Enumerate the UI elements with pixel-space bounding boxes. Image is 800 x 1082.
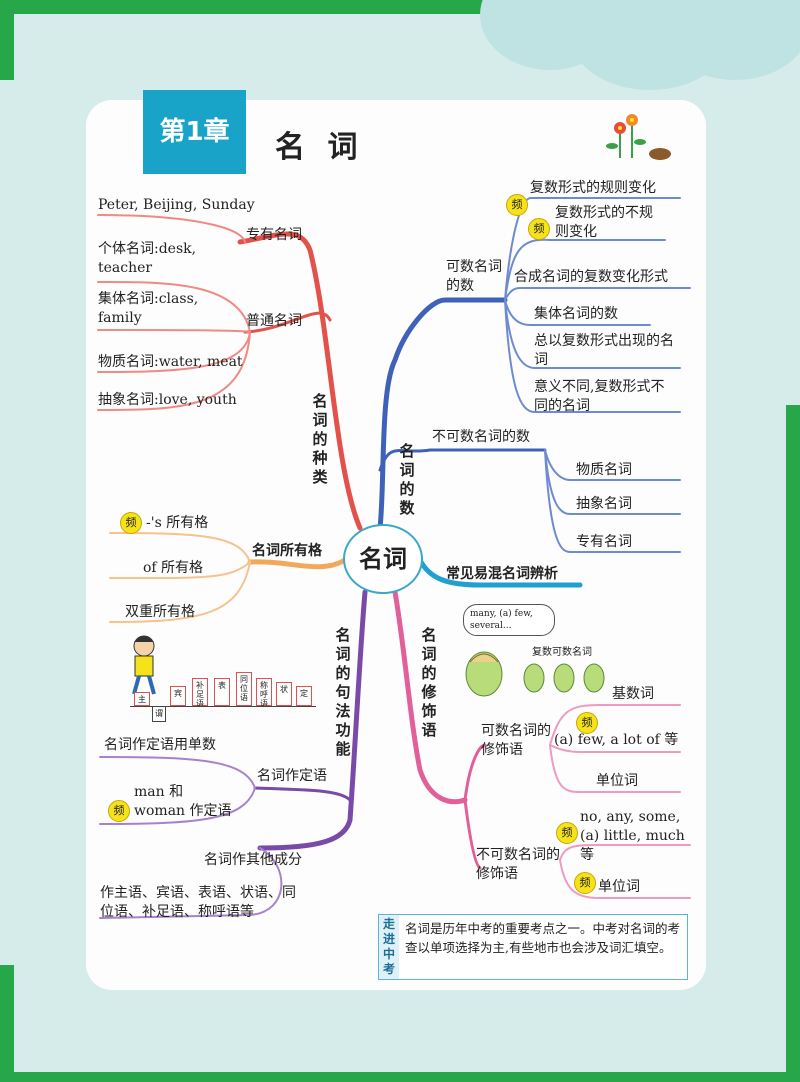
- syntax-bar: 表: [214, 678, 230, 706]
- kinds-collective: 集体名词:class, family: [98, 290, 218, 328]
- modifiers-uncountable-label: 不可数名词的修饰语: [476, 846, 562, 884]
- boy-cartoon-icon: [124, 632, 164, 698]
- syntax-bar: 同位语: [236, 672, 252, 706]
- freq-badge: 频: [528, 218, 550, 240]
- kinds-abstract: 抽象名词:love, youth: [98, 391, 237, 409]
- freq-badge: 频: [108, 800, 130, 822]
- syntax-bar: 宾: [170, 686, 186, 706]
- number-countable-item: 意义不同,复数形式不同的名词: [534, 378, 674, 416]
- branch-kinds: [240, 234, 360, 528]
- number-countable-item: 合成名词的复数变化形式: [514, 268, 668, 286]
- syntax-bar: 称呼语: [256, 678, 272, 706]
- branch-label-modifiers: 名词的修饰语: [419, 626, 439, 740]
- kinds-material: 物质名词:water, meat: [98, 353, 243, 371]
- syntax-bar-baseline: [130, 706, 316, 707]
- number-countable-item: 总以复数形式出现的名词: [534, 332, 684, 370]
- syntax-bar: 补足语: [192, 678, 208, 706]
- branch-label-possessive: 名词所有格: [252, 542, 322, 560]
- bubble-text: many, (a) few, several...: [470, 609, 533, 631]
- modifiers-uncountable-item: no, any, some,(a) little, much 等: [580, 808, 698, 865]
- freq-badge: 频: [574, 872, 596, 894]
- number-uncountable-item: 专有名词: [576, 533, 632, 551]
- exam-note-label: 走进中考: [379, 915, 399, 979]
- number-countable-label: 可数名词的数: [446, 258, 502, 296]
- chapter-tab: 第1章: [143, 90, 246, 174]
- syntax-other-label: 名词作其他成分: [204, 851, 302, 869]
- branch-possessive: [250, 560, 345, 567]
- number-countable-item: 复数形式的规则变化: [530, 179, 656, 197]
- modifiers-countable-item: (a) few, a lot of 等: [554, 731, 678, 749]
- number-uncountable-label: 不可数名词的数: [432, 428, 530, 446]
- branch-label-number: 名词的数: [397, 442, 417, 518]
- number-countable-item: 复数形式的不规则变化: [555, 204, 665, 242]
- syntax-attributive-label: 名词作定语: [257, 767, 327, 785]
- kinds-common-label: 普通名词: [246, 312, 302, 330]
- branch-label-kinds: 名词的种类: [310, 392, 330, 487]
- number-uncountable-item: 物质名词: [576, 461, 632, 479]
- modifiers-countable-item: 单位词: [596, 772, 638, 790]
- syntax-bar: 主: [134, 692, 150, 706]
- center-node: 名词: [343, 524, 423, 594]
- number-countable-item: 集体名词的数: [534, 305, 618, 323]
- possessive-item: -'s 所有格: [146, 514, 208, 532]
- freq-badge: 频: [506, 194, 528, 216]
- syntax-bar: 状: [276, 682, 292, 706]
- modifiers-uncountable-item: 单位词: [598, 878, 640, 896]
- syntax-bar-under: 谓: [152, 706, 166, 722]
- branch-label-syntax: 名词的句法功能: [333, 626, 353, 759]
- syntax-other-detail: 作主语、宾语、表语、状语、同位语、补足语、称呼语等: [100, 884, 296, 922]
- kinds-proper-example: Peter, Beijing, Sunday: [98, 196, 255, 214]
- branch-label-confusing: 常见易混名词辨析: [446, 565, 558, 583]
- number-uncountable-item: 抽象名词: [576, 495, 632, 513]
- modifiers-cartoon-caption: 复数可数名词: [532, 644, 592, 662]
- modifiers-countable-label: 可数名词的修饰语: [481, 722, 551, 760]
- possessive-item: of 所有格: [143, 559, 203, 577]
- syntax-bar: 定: [296, 686, 312, 706]
- speech-bubble: many, (a) few, several...: [463, 604, 555, 636]
- exam-note-text: 名词是历年中考的重要考点之一。中考对名词的考查以单项选择为主,有些地市也会涉及词…: [405, 919, 685, 957]
- syntax-attributive-item: 名词作定语用单数: [104, 736, 216, 754]
- freq-badge: 频: [120, 512, 142, 534]
- kinds-individual: 个体名词:desk, teacher: [98, 240, 218, 278]
- syntax-attributive-item: man 和 woman 作定语: [134, 783, 234, 821]
- modifiers-countable-item: 基数词: [612, 685, 654, 703]
- kinds-proper-label: 专有名词: [246, 226, 302, 244]
- exam-note-box: 走进中考 名词是历年中考的重要考点之一。中考对名词的考查以单项选择为主,有些地市…: [378, 914, 688, 980]
- possessive-item: 双重所有格: [125, 603, 195, 621]
- page-title: 名 词: [275, 122, 363, 166]
- flower-icon: [600, 110, 672, 162]
- freq-badge: 频: [556, 822, 578, 844]
